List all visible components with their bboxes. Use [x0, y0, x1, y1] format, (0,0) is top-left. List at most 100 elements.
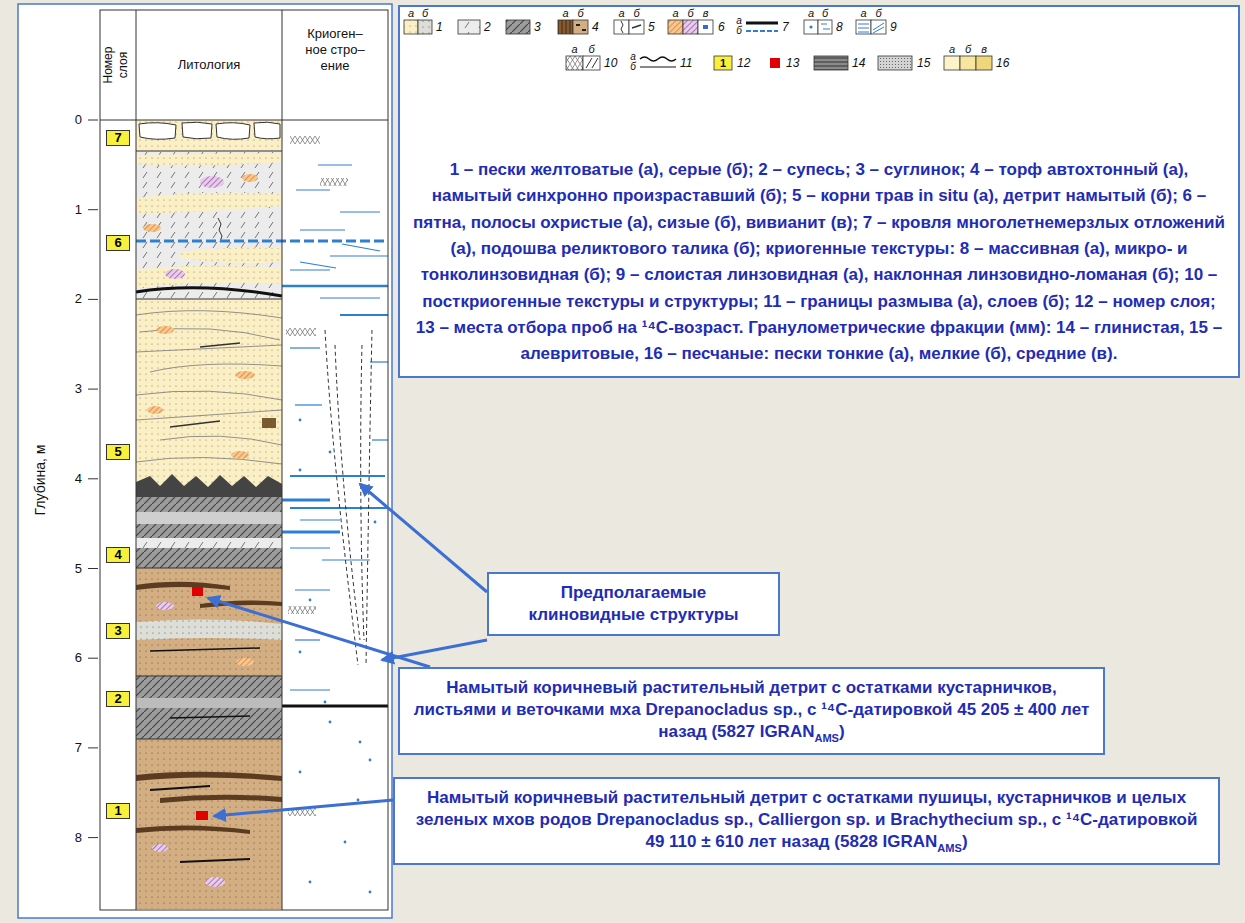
layer-number-text: 2	[114, 691, 121, 706]
illustration-g-line	[282, 531, 340, 534]
illustration-g-line	[295, 589, 330, 590]
callout-box-text: )	[962, 832, 968, 851]
illustration-g-rect	[573, 20, 588, 34]
illustration-g-circle	[369, 891, 372, 894]
illustration-g-line	[88, 837, 98, 838]
legend-number: 5	[648, 20, 655, 34]
illustration-line	[640, 67, 676, 68]
illustration-path	[150, 648, 260, 651]
callout-box-text: AMS	[814, 732, 839, 744]
illustration-g-rect	[288, 606, 316, 614]
legend-letter: б	[873, 8, 885, 19]
depth-tick: 4	[50, 471, 82, 487]
illustration-path	[180, 248, 282, 264]
illustration-path	[180, 859, 250, 862]
illustration-rect	[136, 698, 282, 708]
depth-tick: 0	[50, 112, 82, 128]
legend-letter: а	[627, 52, 639, 62]
illustration-g-line	[88, 478, 98, 479]
illustration-g-path	[216, 123, 250, 140]
illustration-path	[586, 58, 598, 68]
legend-letter: а	[569, 44, 581, 55]
illustration-g-rect	[698, 20, 713, 34]
legend-number: 12	[737, 56, 750, 70]
layer-number-text: 6	[114, 235, 121, 250]
illustration-g-line	[282, 499, 330, 502]
illustration-g-path	[136, 311, 282, 318]
illustration-g-path	[254, 122, 280, 139]
illustration-g-rect	[286, 328, 316, 336]
callout-box: Намытый коричневый растительный детрит с…	[398, 667, 1105, 755]
legend-number: 11	[680, 56, 692, 70]
legend-panel-text: 1 – пески желтоватые (а), серые (б); 2 –…	[413, 160, 1225, 363]
illustration-g-line	[136, 739, 282, 740]
legend-letter: б	[819, 8, 831, 19]
illustration-g-rect	[614, 20, 629, 34]
illustration-g-line	[136, 299, 282, 300]
legend-number: 16	[996, 56, 1009, 70]
layer-number-text: 4	[114, 547, 121, 562]
legend-number: 9	[890, 20, 897, 34]
illustration-g-line	[372, 439, 388, 440]
illustration-g-line	[823, 29, 830, 30]
illustration-g-line	[300, 229, 345, 230]
illustration-g-path	[325, 330, 358, 665]
illustration-rect	[262, 418, 276, 428]
illustration-g-line	[88, 568, 98, 569]
illustration-g-line	[318, 164, 352, 165]
legend-number: 7	[782, 20, 789, 34]
illustration-g-line	[873, 23, 884, 30]
illustration-path	[640, 57, 676, 61]
illustration-g-line	[282, 285, 388, 288]
illustration-path	[136, 153, 282, 166]
legend-letter: б	[733, 26, 745, 36]
illustration-path	[160, 795, 282, 803]
illustration-ellipse	[143, 224, 161, 232]
illustration-g-line	[290, 475, 385, 477]
illustration-g-circle	[359, 741, 362, 744]
illustration-g-line	[290, 689, 330, 690]
illustration-g-rect	[458, 20, 480, 34]
illustration-g-circle	[374, 521, 377, 524]
illustration-g-rect	[856, 20, 871, 34]
illustration-g-line	[295, 639, 320, 640]
depth-tick: 2	[50, 291, 82, 307]
layer-number-text: 5	[114, 444, 121, 459]
legend-number: 4	[592, 20, 599, 34]
legend-number: 13	[786, 56, 799, 70]
illustration-g-rect	[944, 56, 960, 70]
legend-number: 3	[534, 20, 541, 34]
illustration-g-circle	[299, 419, 302, 422]
illustration-g-line	[858, 32, 869, 33]
illustration-line	[136, 240, 388, 243]
illustration-g-line	[88, 120, 98, 121]
illustration-path	[170, 421, 220, 427]
illustration-ellipse	[152, 844, 168, 852]
layer-number-text: 7	[114, 130, 121, 145]
illustration-rect	[18, 4, 392, 918]
illustration-g	[821, 23, 884, 33]
illustration-rect	[576, 24, 580, 26]
illustration-g-rect	[404, 20, 418, 34]
illustration-g-circle	[324, 701, 327, 704]
illustration-line	[282, 705, 388, 708]
leader-arrows-g-line	[208, 598, 430, 667]
layer-number: 4	[106, 547, 130, 563]
illustration-path	[200, 343, 240, 347]
callout-box: Намытый коричневый растительный детрит с…	[393, 777, 1220, 865]
layer-number: 6	[106, 235, 130, 251]
layer-number-text: 3	[114, 623, 121, 638]
illustration-g	[566, 56, 992, 70]
illustration-rect	[136, 299, 282, 497]
callout-box-text: Намытый коричневый растительный детрит с…	[416, 788, 1198, 851]
illustration-g-line	[282, 10, 283, 910]
illustration-g-circle	[299, 469, 302, 472]
illustration-g-path	[342, 244, 380, 251]
illustration-g	[404, 20, 886, 34]
illustration-g-line	[873, 27, 884, 33]
leader-arrows-g-line	[214, 800, 393, 816]
illustration-g-circle	[309, 599, 312, 602]
illustration-g-circle	[329, 721, 332, 724]
illustration-path	[218, 218, 222, 242]
